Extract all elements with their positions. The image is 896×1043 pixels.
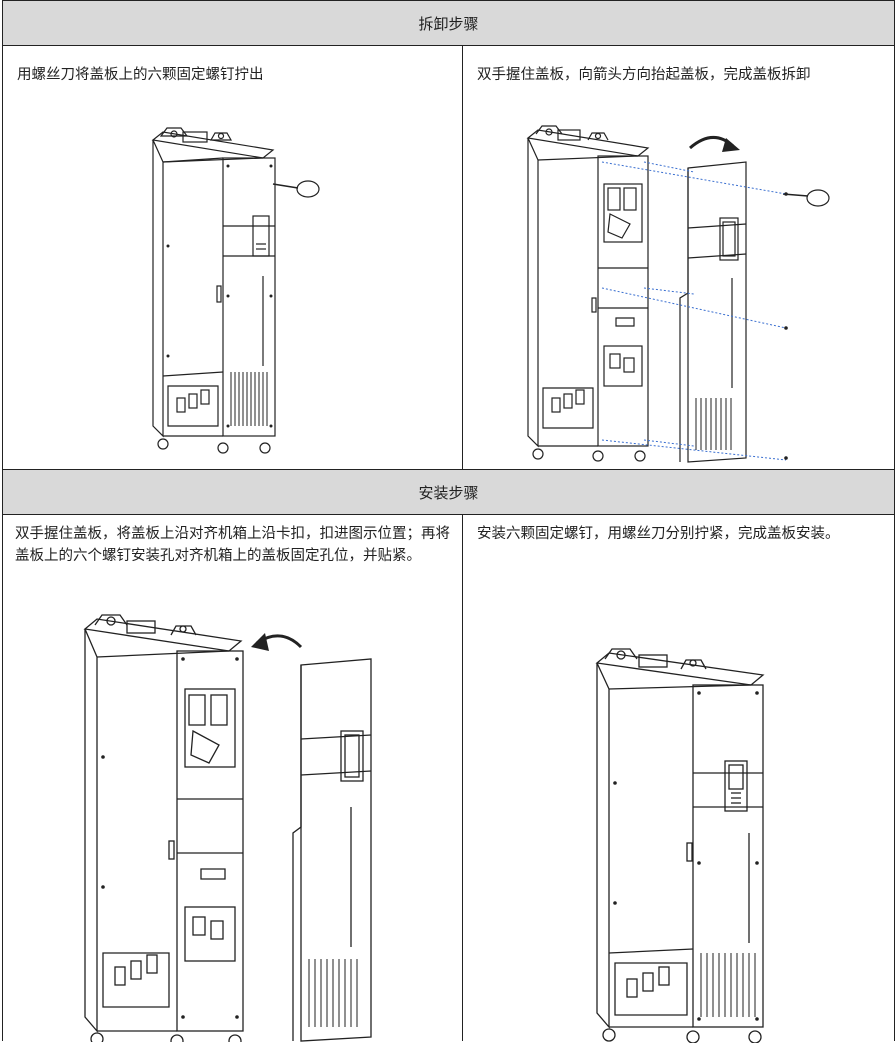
inverter-figure-2 <box>526 125 830 463</box>
removal-header-label: 拆卸步骤 <box>418 14 479 33</box>
removal-step2-cell: 双手握住盖板，向箭头方向抬起盖板，完成盖板拆卸 <box>462 45 895 470</box>
removal-step1-cell: 用螺丝刀将盖板上的六颗固定螺钉拧出 <box>2 45 463 470</box>
inverter-figure-1 <box>151 127 320 454</box>
install-step1-cell: 双手握住盖板，将盖板上沿对齐机箱上沿卡扣，扣进图示位置；再将盖板上的六个螺钉安装… <box>2 514 463 1042</box>
inverter-figure-3 <box>83 614 372 1042</box>
install-step2-cell: 安装六颗固定螺钉，用螺丝刀分别拧紧，完成盖板安装。 <box>462 514 895 1043</box>
removal-step2-text: 双手握住盖板，向箭头方向抬起盖板，完成盖板拆卸 <box>477 67 811 83</box>
install-header-label: 安装步骤 <box>418 483 479 502</box>
install-header: 安装步骤 <box>2 469 895 515</box>
inverter-figure-4 <box>595 648 765 1043</box>
removal-header: 拆卸步骤 <box>2 0 895 46</box>
install-step2-text: 安装六颗固定螺钉，用螺丝刀分别拧紧，完成盖板安装。 <box>477 526 840 542</box>
removal-step1-text: 用螺丝刀将盖板上的六颗固定螺钉拧出 <box>17 67 264 83</box>
install-step1-text: 双手握住盖板，将盖板上沿对齐机箱上沿卡扣，扣进图示位置；再将盖板上的六个螺钉安装… <box>15 526 450 564</box>
